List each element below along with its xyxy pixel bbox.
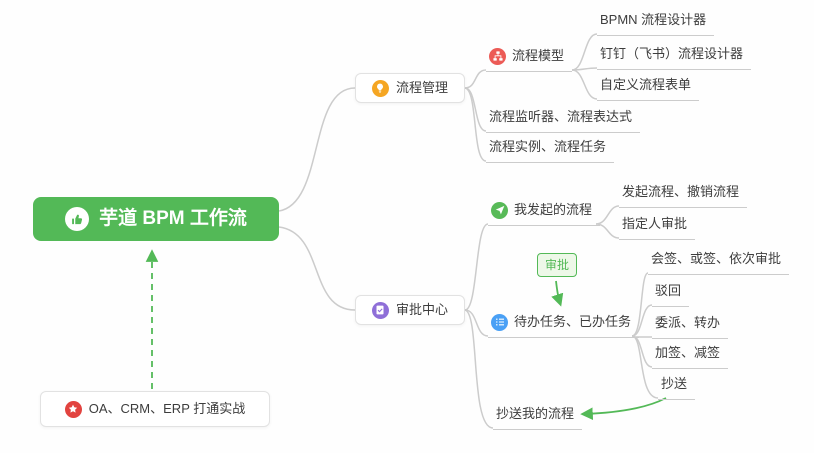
node-label: 抄送 xyxy=(661,376,688,391)
node-initiate-revoke[interactable]: 发起流程、撤销流程 xyxy=(619,181,748,208)
link-curves xyxy=(278,33,659,429)
node-instance-task[interactable]: 流程实例、流程任务 xyxy=(486,136,615,163)
node-label: 自定义流程表单 xyxy=(600,77,692,92)
node-countersign-modes[interactable]: 会签、或签、依次审批 xyxy=(648,248,790,275)
approval-badge[interactable]: 审批 xyxy=(537,253,578,277)
node-label: 待办任务、已办任务 xyxy=(514,314,632,329)
node-label: 指定人审批 xyxy=(622,216,688,231)
root-node[interactable]: 芋道 BPM 工作流 xyxy=(33,197,279,241)
node-designated-approver[interactable]: 指定人审批 xyxy=(619,213,696,240)
node-process-management[interactable]: 流程管理 xyxy=(355,73,465,103)
node-listener-expression[interactable]: 流程监听器、流程表达式 xyxy=(486,106,641,133)
node-oa-crm-erp-practice[interactable]: OA、CRM、ERP 打通实战 xyxy=(40,391,270,427)
node-label: BPMN 流程设计器 xyxy=(600,12,707,27)
node-reject[interactable]: 驳回 xyxy=(652,280,690,307)
node-approval-center[interactable]: 审批中心 xyxy=(355,295,465,325)
node-label: 流程模型 xyxy=(512,48,565,63)
root-label: 芋道 BPM 工作流 xyxy=(99,208,247,229)
lightbulb-icon xyxy=(371,79,389,97)
node-label: 流程实例、流程任务 xyxy=(489,139,607,154)
node-label: 驳回 xyxy=(655,283,682,298)
thumbs-up-icon xyxy=(65,207,90,231)
node-todo-done-tasks[interactable]: 待办任务、已办任务 xyxy=(488,311,640,338)
node-delegate-transfer[interactable]: 委派、转办 xyxy=(652,312,729,339)
star-icon xyxy=(64,400,82,418)
node-dingtalk-feishu-designer[interactable]: 钉钉（飞书）流程设计器 xyxy=(597,43,752,70)
approval-flow-arrow xyxy=(551,280,564,307)
node-label: 会签、或签、依次审批 xyxy=(651,251,782,266)
node-label: 我发起的流程 xyxy=(514,202,593,217)
node-label: 钉钉（飞书）流程设计器 xyxy=(600,46,744,61)
node-cc-my-process[interactable]: 抄送我的流程 xyxy=(493,403,583,430)
node-add-reduce-sign[interactable]: 加签、减签 xyxy=(652,342,729,369)
paper-plane-icon xyxy=(491,201,508,219)
node-label: 流程监听器、流程表达式 xyxy=(489,109,633,124)
node-bpmn-designer[interactable]: BPMN 流程设计器 xyxy=(597,9,715,36)
node-cc[interactable]: 抄送 xyxy=(658,373,696,400)
document-check-icon xyxy=(371,301,389,319)
node-label: 发起流程、撤销流程 xyxy=(622,184,740,199)
node-label: 加签、减签 xyxy=(655,345,721,360)
node-label: 流程管理 xyxy=(395,80,448,95)
node-label: 委派、转办 xyxy=(655,315,721,330)
node-label: 抄送我的流程 xyxy=(496,406,575,421)
cc-flow-arrow xyxy=(580,397,667,420)
node-label: OA、CRM、ERP 打通实战 xyxy=(88,401,246,416)
node-label: 审批中心 xyxy=(395,302,448,317)
flow-model-icon xyxy=(489,47,506,65)
task-list-icon xyxy=(491,313,508,331)
node-custom-form[interactable]: 自定义流程表单 xyxy=(597,74,700,101)
node-my-initiated-process[interactable]: 我发起的流程 xyxy=(488,199,601,226)
node-process-model[interactable]: 流程模型 xyxy=(486,45,573,72)
